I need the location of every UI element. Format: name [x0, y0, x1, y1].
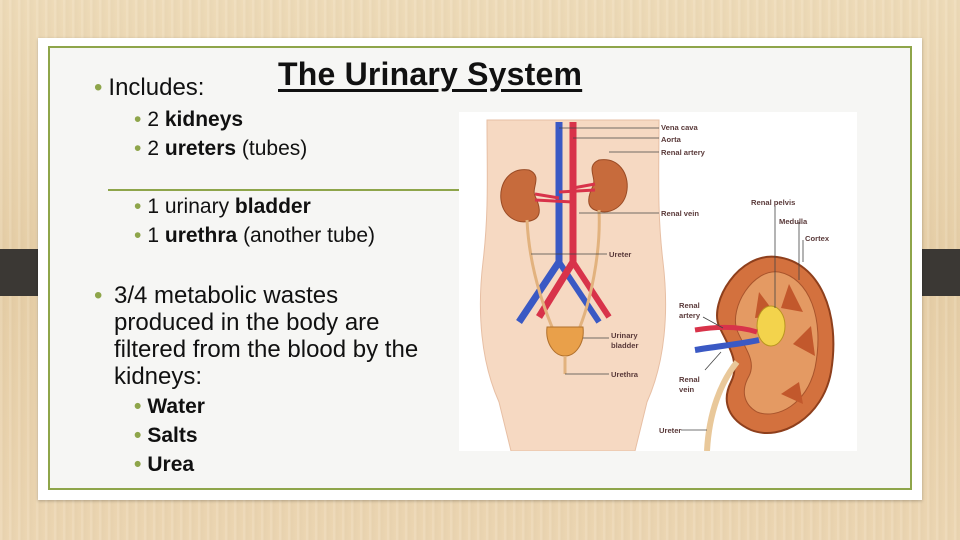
label-renal-vein-line2: vein [679, 385, 695, 394]
includes-label: Includes: [108, 74, 205, 101]
right-kidney [588, 159, 628, 213]
kidney-ureter [704, 360, 740, 452]
label-renal-artery-line2: artery [679, 311, 701, 320]
item-kidneys: •2 kidneys [134, 108, 244, 131]
label-renal-vein-line1: Renal [679, 375, 700, 384]
label-renal-artery-line1: Renal [679, 301, 700, 310]
renal-pyramids [755, 284, 815, 404]
renal-vessels [534, 182, 596, 204]
waste-water: •Water [134, 395, 205, 418]
left-kidney [500, 169, 540, 223]
waste-urea: •Urea [134, 453, 195, 476]
bullet-icon: • [134, 137, 142, 160]
label-medulla: Medulla [779, 217, 808, 226]
wastes-paragraph: 3/4 metabolic wastes produced in the bod… [114, 282, 419, 390]
label-renal-pelvis: Renal pelvis [751, 198, 795, 207]
bullet-icon: • [134, 453, 142, 476]
divider-line [108, 189, 460, 191]
urinary-system-illustration: Vena cava Aorta Renal artery Renal vein … [459, 112, 857, 452]
label-urinary: Urinary [611, 331, 638, 340]
label-aorta: Aorta [661, 135, 682, 144]
label-cortex: Cortex [805, 234, 830, 243]
bladder [546, 326, 584, 357]
label-ureter-left: Ureter [609, 250, 631, 259]
label-vena-cava: Vena cava [661, 123, 699, 132]
bullet-icon: • [134, 195, 142, 218]
label-bladder: bladder [611, 341, 638, 350]
anatomy-diagram: Vena cava Aorta Renal artery Renal vein … [479, 119, 835, 452]
slide-title: The Urinary System [278, 56, 583, 92]
waste-salts: •Salts [134, 424, 198, 447]
label-renal-vein-top: Renal vein [661, 209, 699, 218]
bullet-icon: • [134, 395, 142, 418]
bullet-icon: • [94, 74, 103, 101]
item-ureters: •2 ureters (tubes) [134, 137, 308, 160]
item-urethra: •1 urethra (another tube) [134, 224, 375, 247]
label-ureter-bottom: Ureter [659, 426, 681, 435]
renal-vein-vessel [694, 337, 760, 353]
bullet-icon: • [134, 224, 142, 247]
label-urethra: Urethra [611, 370, 639, 379]
bullet-icon: • [134, 108, 142, 131]
renal-pelvis [756, 305, 786, 347]
label-renal-artery-top: Renal artery [661, 148, 706, 157]
item-bladder: •1 urinary bladder [134, 195, 311, 218]
renal-artery-vessel [694, 324, 758, 335]
ureters [525, 209, 601, 335]
bullet-icon: • [134, 424, 142, 447]
bullet-icon: • [94, 282, 103, 309]
includes-line: •Includes: [94, 74, 204, 102]
